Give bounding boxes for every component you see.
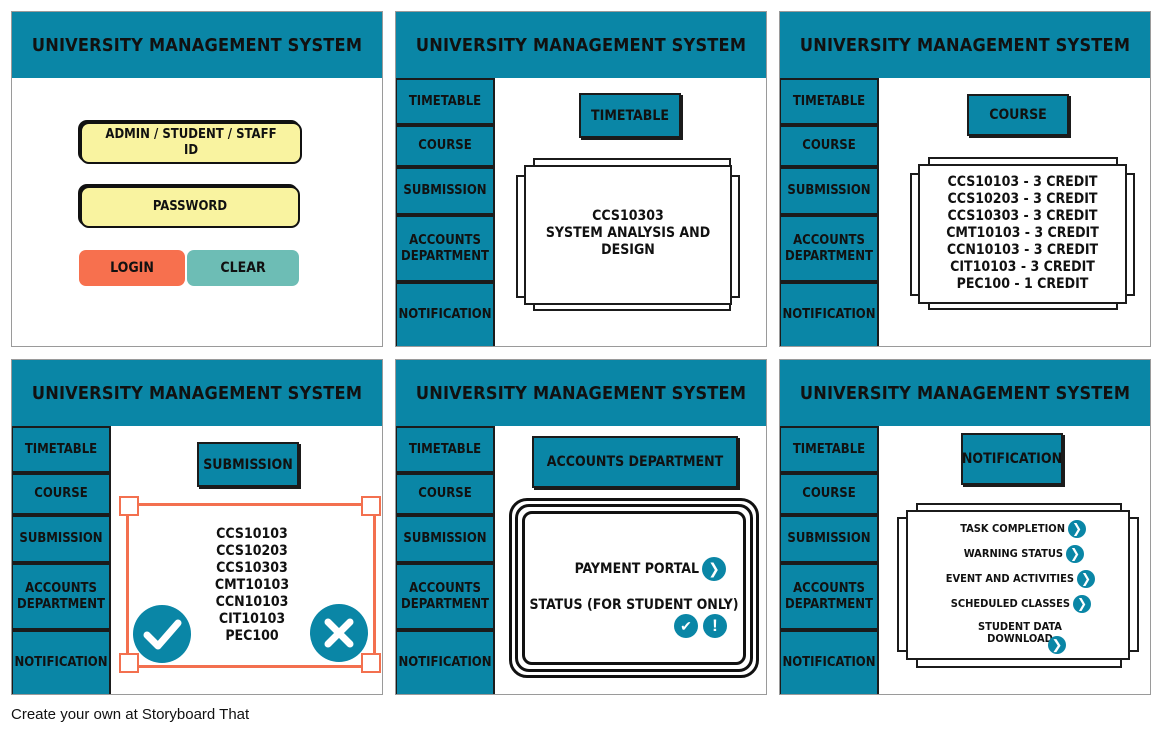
nav-course[interactable]: COURSE [12,473,111,515]
chevron-right-icon[interactable]: ❯ [1068,520,1086,538]
nav-notification[interactable]: NOTIFICATION [396,282,495,346]
content-box [522,511,746,665]
course-list: CCS10103 - 3 CREDIT CCS10203 - 3 CREDIT … [920,174,1125,293]
panel-timetable: UNIVERSITY MANAGEMENT SYSTEM TIMETABLE C… [395,11,767,347]
chevron-right-icon[interactable]: ❯ [702,557,726,581]
notification-label[interactable]: SCHEDULED CLASSES [950,597,1070,610]
panel-login: UNIVERSITY MANAGEMENT SYSTEM ADMIN / STU… [11,11,383,347]
section-title: NOTIFICATION [961,433,1063,485]
selection-handle[interactable] [119,496,139,516]
timetable-line: SYSTEM ANALYSIS AND [545,225,711,241]
nav-timetable[interactable]: TIMETABLE [12,426,111,473]
notification-item[interactable]: EVENT AND ACTIVITIES❯ [920,570,1095,588]
notification-item[interactable]: WARNING STATUS❯ [930,545,1084,563]
check-icon[interactable]: ✔ [674,614,698,638]
course-item: PEC100 - 1 CREDIT [956,276,1089,292]
id-field[interactable]: ADMIN / STUDENT / STAFF ID [80,122,302,164]
section-title: SUBMISSION [197,442,299,487]
alert-icon[interactable]: ! [703,614,727,638]
nav-timetable[interactable]: TIMETABLE [396,426,495,473]
app-title: UNIVERSITY MANAGEMENT SYSTEM [12,360,382,426]
nav-notification[interactable]: NOTIFICATION [780,630,879,694]
selection-handle[interactable] [361,496,381,516]
payment-portal-label[interactable]: PAYMENT PORTAL [574,561,699,577]
nav-accounts[interactable]: ACCOUNTS DEPARTMENT [396,215,495,282]
chevron-right-icon[interactable]: ❯ [1077,570,1095,588]
panel-course: UNIVERSITY MANAGEMENT SYSTEM TIMETABLE C… [779,11,1151,347]
nav-submission[interactable]: SUBMISSION [396,515,495,563]
nav-notification[interactable]: NOTIFICATION [780,282,879,346]
panel-notification: UNIVERSITY MANAGEMENT SYSTEM TIMETABLE C… [779,359,1151,695]
status-label: STATUS (FOR STUDENT ONLY) [529,597,739,613]
submission-list: CCS10103 CCS10203 CCS10303 CMT10103 CCN1… [152,526,352,645]
submission-item: PEC100 [225,628,279,644]
section-title: ACCOUNTS DEPARTMENT [532,436,738,488]
chevron-right-icon[interactable]: ❯ [1073,595,1091,613]
submission-item: CCS10303 [216,560,288,576]
course-item: CCS10203 - 3 CREDIT [947,191,1098,207]
course-item: CCS10103 - 3 CREDIT [947,174,1098,190]
panel-submission: UNIVERSITY MANAGEMENT SYSTEM TIMETABLE C… [11,359,383,695]
nav-course[interactable]: COURSE [780,473,879,515]
nav-course[interactable]: COURSE [396,125,495,167]
footer-credit[interactable]: Create your own at Storyboard That [11,706,250,723]
notification-label[interactable]: TASK COMPLETION [960,522,1065,535]
nav-accounts[interactable]: ACCOUNTS DEPARTMENT [780,215,879,282]
panel-accounts: UNIVERSITY MANAGEMENT SYSTEM TIMETABLE C… [395,359,767,695]
login-button[interactable]: LOGIN [79,250,185,286]
app-title: UNIVERSITY MANAGEMENT SYSTEM [396,12,766,78]
content-box [524,165,732,305]
app-title: UNIVERSITY MANAGEMENT SYSTEM [780,12,1150,78]
notification-item[interactable]: STUDENT DATA DOWNLOAD [970,621,1070,645]
chevron-right-icon[interactable]: ❯ [1066,545,1084,563]
nav-notification[interactable]: NOTIFICATION [12,630,111,694]
course-item: CIT10103 - 3 CREDIT [950,259,1095,275]
section-title: TIMETABLE [579,93,681,138]
timetable-line: DESIGN [601,242,655,258]
nav-submission[interactable]: SUBMISSION [780,515,879,563]
notification-item[interactable]: SCHEDULED CLASSES❯ [920,595,1091,613]
nav-timetable[interactable]: TIMETABLE [780,78,879,125]
submission-item: CMT10103 [214,577,290,593]
course-item: CCS10303 - 3 CREDIT [947,208,1098,224]
section-title: COURSE [967,94,1069,136]
notification-label[interactable]: STUDENT DATA DOWNLOAD [978,620,1062,645]
content-box [918,164,1127,304]
course-item: CCN10103 - 3 CREDIT [946,242,1099,258]
timetable-line: CCS10303 [592,208,664,224]
nav-submission[interactable]: SUBMISSION [780,167,879,215]
submission-item: CCN10103 [215,594,289,610]
payment-portal-row[interactable]: PAYMENT PORTAL❯ [546,557,726,581]
nav-accounts[interactable]: ACCOUNTS DEPARTMENT [780,563,879,630]
submission-item: CCS10203 [216,543,288,559]
timetable-entry: CCS10303 SYSTEM ANALYSIS AND DESIGN [526,208,730,259]
nav-accounts[interactable]: ACCOUNTS DEPARTMENT [396,563,495,630]
notification-item[interactable]: TASK COMPLETION❯ [930,520,1086,538]
submission-item: CIT10103 [218,611,286,627]
nav-accounts[interactable]: ACCOUNTS DEPARTMENT [12,563,111,630]
clear-button[interactable]: CLEAR [187,250,299,286]
check-icon[interactable] [132,604,192,664]
selection-frame [126,503,376,668]
password-field[interactable]: PASSWORD [80,186,300,228]
nav-notification[interactable]: NOTIFICATION [396,630,495,694]
nav-course[interactable]: COURSE [396,473,495,515]
nav-course[interactable]: COURSE [780,125,879,167]
nav-timetable[interactable]: TIMETABLE [396,78,495,125]
app-title: UNIVERSITY MANAGEMENT SYSTEM [780,360,1150,426]
nav-submission[interactable]: SUBMISSION [12,515,111,563]
selection-handle[interactable] [119,653,139,673]
cross-icon[interactable] [309,603,369,663]
nav-timetable[interactable]: TIMETABLE [780,426,879,473]
app-title: UNIVERSITY MANAGEMENT SYSTEM [12,12,382,78]
submission-item: CCS10103 [216,526,288,542]
chevron-right-icon[interactable]: ❯ [1048,636,1066,654]
app-title: UNIVERSITY MANAGEMENT SYSTEM [396,360,766,426]
nav-submission[interactable]: SUBMISSION [396,167,495,215]
selection-handle[interactable] [361,653,381,673]
notification-label[interactable]: WARNING STATUS [963,547,1063,560]
course-item: CMT10103 - 3 CREDIT [946,225,1099,241]
notification-label[interactable]: EVENT AND ACTIVITIES [945,572,1074,585]
